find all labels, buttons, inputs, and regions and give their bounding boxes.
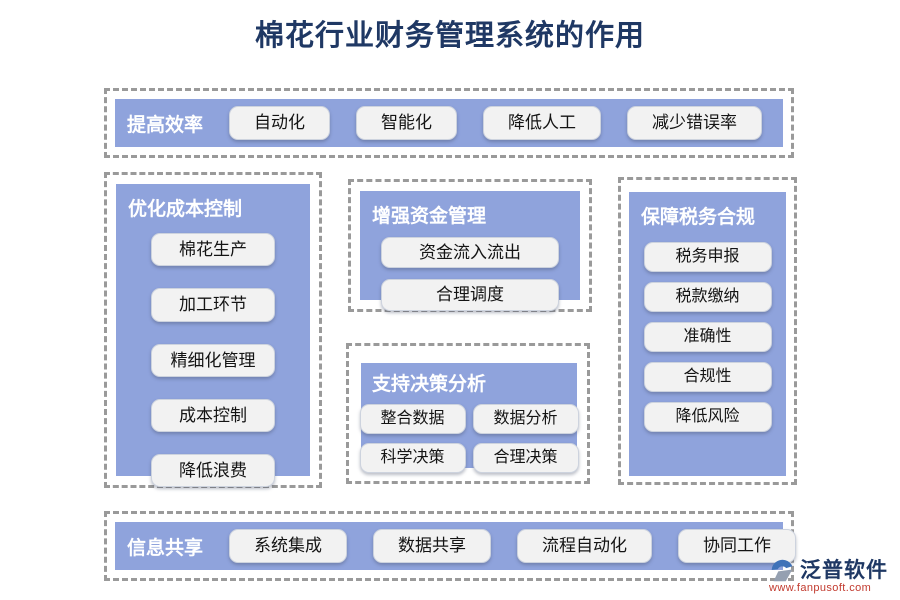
fanpu-logo-row: 泛普软件: [767, 554, 893, 584]
fanpu-logo: 泛普软件 www.fanpusoft.com: [767, 554, 893, 594]
node-chip-reduce-errors: 减少错误率: [627, 106, 763, 140]
cost-control-panel: 优化成本控制 棉花生产 加工环节 精细化管理 成本控制 降低浪费: [116, 184, 310, 488]
node-chip-cost-control: 成本控制: [151, 398, 275, 432]
section-tax-compliance: 保障税务合规 税务申报 税款缴纳 准确性 合规性 降低风险: [618, 177, 797, 485]
page-title: 棉花行业财务管理系统的作用: [254, 20, 645, 52]
info-sharing-bar: 信息共享 系统集成 数据共享 流程自动化 协同工作: [115, 522, 797, 570]
node-chip-collaboration: 协同工作: [678, 529, 797, 563]
node-chip-scheduling: 合理调度: [381, 279, 559, 311]
fund-management-label: 增强资金管理: [372, 206, 487, 227]
node-chip-reasonable-decision: 合理决策: [472, 443, 579, 473]
node-chip-system-integration: 系统集成: [229, 529, 348, 563]
node-chip-compliance: 合规性: [643, 362, 772, 392]
tax-compliance-items: 税务申报 税款缴纳 准确性 合规性 降低风险: [629, 242, 786, 432]
node-chip-data-sharing: 数据共享: [373, 529, 492, 563]
section-cost-control: 优化成本控制 棉花生产 加工环节 精细化管理 成本控制 降低浪费: [104, 172, 322, 488]
efficiency-label: 提高效率: [127, 114, 204, 136]
tax-compliance-label: 保障税务合规: [641, 207, 756, 228]
node-chip-tax-payment: 税款缴纳: [643, 282, 772, 312]
node-chip-integrate-data: 整合数据: [359, 404, 466, 434]
node-chip-cotton-production: 棉花生产: [151, 233, 275, 267]
section-efficiency: 提高效率 自动化 智能化 降低人工 减少错误率: [104, 88, 794, 158]
node-chip-reduce-labor: 降低人工: [483, 106, 602, 140]
cost-control-label: 优化成本控制: [128, 199, 243, 220]
node-chip-processing: 加工环节: [151, 288, 275, 322]
node-chip-tax-filing: 税务申报: [643, 242, 772, 272]
node-chip-data-analysis: 数据分析: [472, 404, 579, 434]
node-chip-reduce-risk: 降低风险: [643, 402, 772, 432]
logo-name: 泛普软件: [800, 559, 888, 582]
section-fund-management: 增强资金管理 资金流入流出 合理调度: [348, 179, 592, 312]
decision-analysis-panel: 支持决策分析 整合数据 数据分析 科学决策 合理决策: [359, 363, 579, 473]
efficiency-bar: 提高效率 自动化 智能化 降低人工 减少错误率: [115, 99, 783, 147]
node-chip-scientific-decision: 科学决策: [359, 443, 466, 473]
decision-analysis-items: 整合数据 数据分析 科学决策 合理决策: [359, 404, 579, 473]
section-decision-analysis: 支持决策分析 整合数据 数据分析 科学决策 合理决策: [346, 343, 590, 484]
node-chip-accuracy: 准确性: [643, 322, 772, 352]
section-info-sharing: 信息共享 系统集成 数据共享 流程自动化 协同工作: [104, 511, 797, 581]
node-chip-process-automation: 流程自动化: [517, 529, 653, 563]
info-sharing-label: 信息共享: [127, 537, 204, 559]
fund-management-items: 资金流入流出 合理调度: [360, 237, 580, 311]
node-chip-cash-flow: 资金流入流出: [381, 237, 559, 269]
fund-management-panel: 增强资金管理 资金流入流出 合理调度: [360, 191, 580, 311]
logo-url: www.fanpusoft.com: [769, 582, 872, 594]
fanpu-logo-icon: [767, 554, 797, 584]
node-chip-reduce-waste: 降低浪费: [151, 454, 275, 488]
node-chip-automation: 自动化: [229, 106, 331, 140]
node-chip-fine-management: 精细化管理: [151, 343, 275, 377]
node-chip-intelligence: 智能化: [356, 106, 458, 140]
decision-analysis-label: 支持决策分析: [372, 374, 487, 395]
tax-compliance-panel: 保障税务合规 税务申报 税款缴纳 准确性 合规性 降低风险: [629, 192, 786, 476]
cost-control-items: 棉花生产 加工环节 精细化管理 成本控制 降低浪费: [116, 233, 310, 488]
